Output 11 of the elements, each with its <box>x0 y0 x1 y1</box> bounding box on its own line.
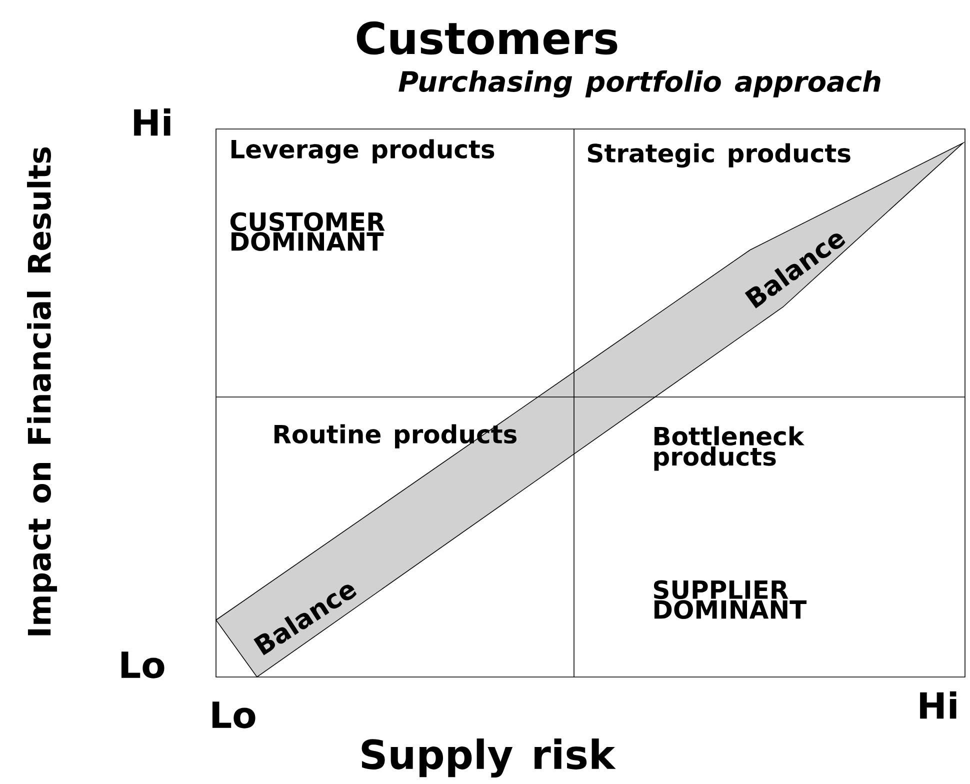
axis-title: Impact on Financial Results <box>27 147 57 636</box>
quadrant-label: Strategic products <box>588 143 850 168</box>
quadrant-label: Bottleneck products <box>654 426 805 471</box>
subtitle: Purchasing portfolio approach <box>398 70 880 98</box>
quadrant-label: Leverage products <box>232 139 494 164</box>
quadrant-label: CUSTOMER DOMINANT <box>230 212 385 252</box>
title: Customers <box>356 21 618 55</box>
quadrant-label: SUPPLIER DOMINANT <box>654 580 806 620</box>
axis-end-label: Lo <box>121 652 164 678</box>
axis-end-label: Hi <box>134 108 170 136</box>
axis-title: Supply risk <box>362 738 616 778</box>
